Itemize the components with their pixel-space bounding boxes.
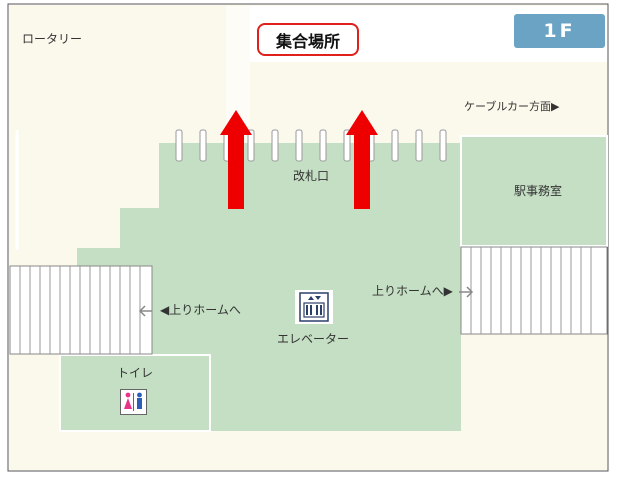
floor-badge: 1F — [514, 14, 605, 48]
right-arrow-icon — [459, 286, 474, 298]
red-up-arrow-icon — [346, 110, 378, 209]
station-office-label: 駅事務室 — [514, 184, 563, 198]
toilet-room — [59, 354, 211, 432]
toilet-label: トイレ — [117, 366, 154, 380]
up-platform-left-label: ◀上りホームへ — [160, 303, 241, 317]
stairs-left — [9, 265, 153, 355]
ticket-gate-label: 改札口 — [293, 169, 330, 183]
up-platform-right-label: 上りホームへ▶ — [372, 284, 453, 298]
cable-car-label: ケーブルカー方面▶ — [464, 100, 560, 113]
rotary-label: ロータリー — [22, 32, 83, 46]
walkway-top-left — [226, 6, 250, 126]
elevator-icon — [295, 290, 333, 324]
restroom-icon — [120, 389, 147, 415]
stairs-right — [460, 246, 608, 335]
red-up-arrow-icon — [220, 110, 252, 209]
elevator-label: エレベーター — [277, 332, 350, 346]
assembly-point-label: 集合場所 — [257, 23, 359, 56]
left-arrow-icon — [138, 305, 152, 317]
station-office-room — [460, 135, 608, 247]
